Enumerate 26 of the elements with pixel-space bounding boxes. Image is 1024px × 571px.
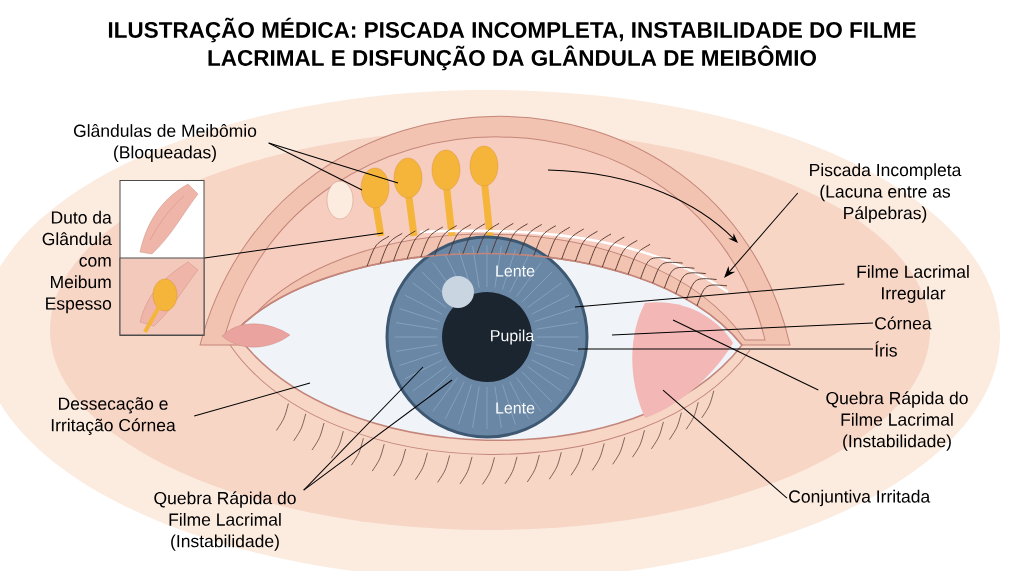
- leader-line: [268, 142, 399, 184]
- callout-label: Glândulas de Meibômio (Bloqueadas): [73, 124, 257, 162]
- part-label: Lente: [496, 265, 535, 277]
- callout-label: Duto da Glândula com Meibum Espesso: [42, 210, 112, 314]
- callout-label: Filme Lacrimal Irregular: [857, 265, 969, 303]
- leader-line: [303, 366, 424, 491]
- leader-line: [204, 232, 384, 259]
- leader-line: [303, 379, 453, 491]
- leader-line: [574, 283, 845, 308]
- redness-patch: [632, 302, 733, 418]
- callout-label: Piscada Incompleta (Lacuna entre as Pálpebras): [810, 163, 962, 223]
- title: ILUSTRAÇÃO MÉDICA: PISCADA INCOMPLETA, INSTABILIDADE DO FILME LACRIMAL E DISFUNÇÃO DA GLÂNDULA DE MEIBÔMIO: [108, 17, 916, 71]
- leader-line: [672, 319, 819, 391]
- callout-label: Conjuntiva Irritada: [789, 489, 931, 507]
- leader-line: [268, 142, 363, 191]
- callout-label: Quebra Rápida do Filme Lacrimal (Instabilidade): [826, 391, 968, 451]
- part-label: Lente: [496, 402, 535, 414]
- leader-line: [611, 322, 874, 336]
- callout-label: Íris: [875, 341, 897, 357]
- leader-line: [193, 382, 311, 417]
- leader-line: [577, 348, 874, 350]
- arrow: [724, 192, 799, 278]
- part-label: Pupila: [491, 329, 535, 345]
- callout-label: Quebra Rápida do Filme Lacrimal (Instabilidade): [154, 491, 296, 551]
- callout-label: Dessecação e Irritação Córnea: [51, 397, 176, 435]
- callout-label: Córnea: [875, 316, 932, 330]
